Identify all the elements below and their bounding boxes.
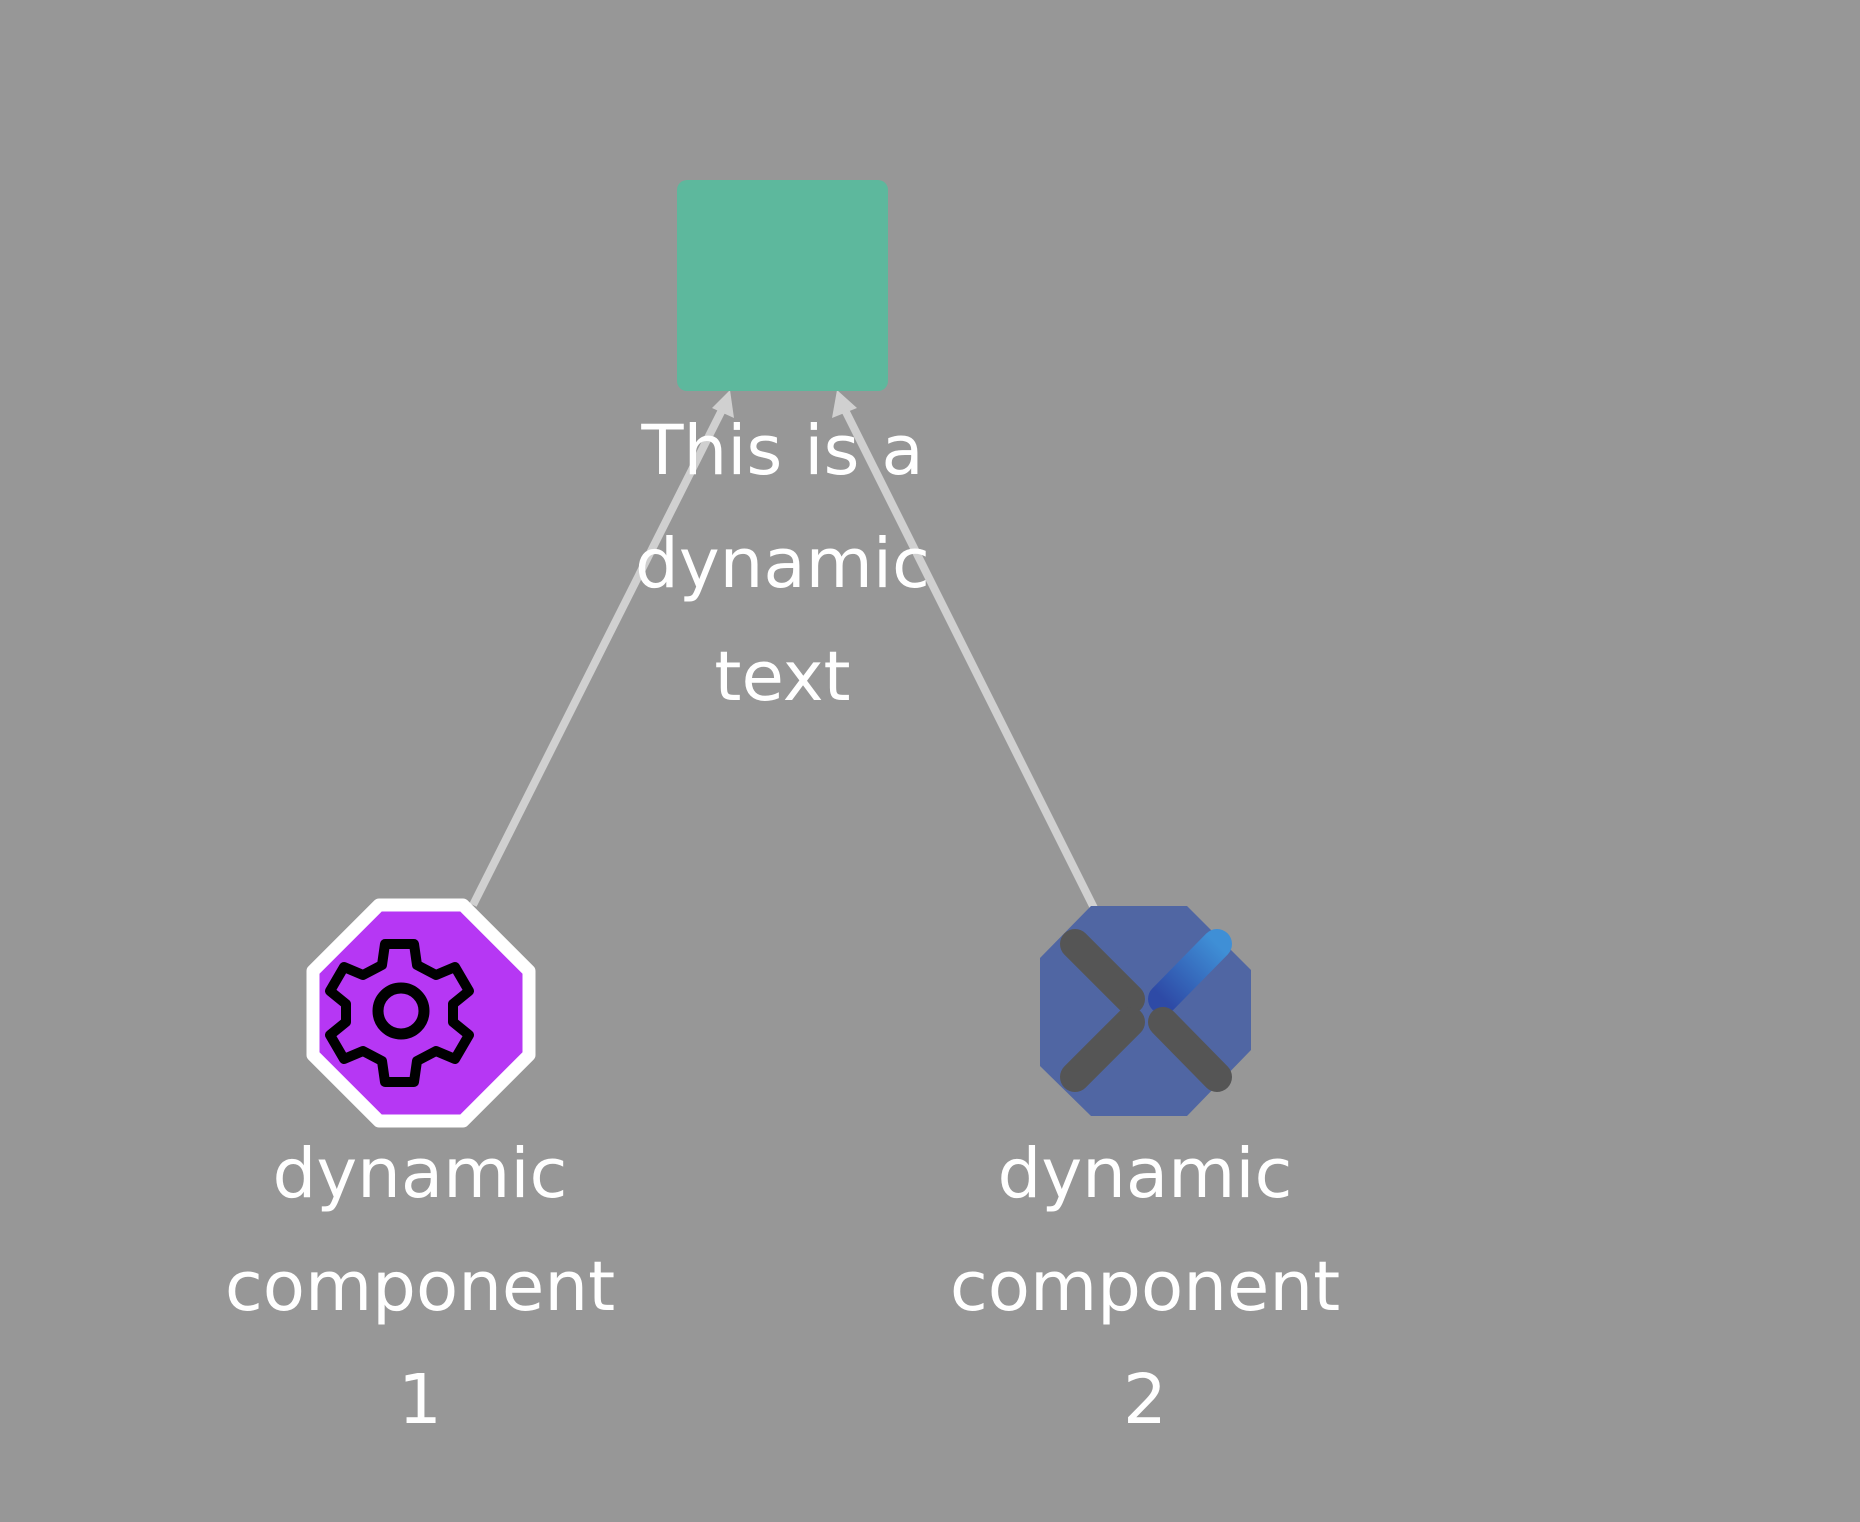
edge-component-1-to-text-node bbox=[469, 390, 734, 907]
component-1-label-line: 1 bbox=[398, 1360, 442, 1440]
arrowhead-icon bbox=[832, 390, 857, 418]
text-node-shape[interactable] bbox=[677, 180, 888, 391]
text-node-label-line: dynamic bbox=[635, 524, 930, 604]
component-2-label: dynamic component 2 bbox=[895, 1118, 1395, 1457]
text-node-label-line: This is a bbox=[641, 411, 924, 491]
component-2-label-line: 2 bbox=[1123, 1360, 1167, 1440]
text-node-label: This is a dynamic text bbox=[520, 395, 1045, 734]
component-1-label-line: component bbox=[224, 1247, 616, 1327]
text-node-label-line: text bbox=[714, 637, 851, 717]
arrowhead-icon bbox=[712, 390, 734, 418]
edge-line bbox=[841, 408, 1100, 914]
component-1-label-line: dynamic bbox=[272, 1134, 568, 1214]
edge-line bbox=[469, 408, 726, 907]
component-2-label-line: dynamic bbox=[997, 1134, 1293, 1214]
edge-component-2-to-text-node bbox=[832, 390, 1100, 914]
gear-icon bbox=[325, 939, 474, 1087]
component-1-label: dynamic component 1 bbox=[170, 1118, 670, 1457]
component-1-node[interactable] bbox=[306, 898, 536, 1128]
component-2-node[interactable] bbox=[1040, 906, 1251, 1116]
x-logo-icon bbox=[1060, 929, 1232, 1092]
component-2-label-line: component bbox=[949, 1247, 1341, 1327]
